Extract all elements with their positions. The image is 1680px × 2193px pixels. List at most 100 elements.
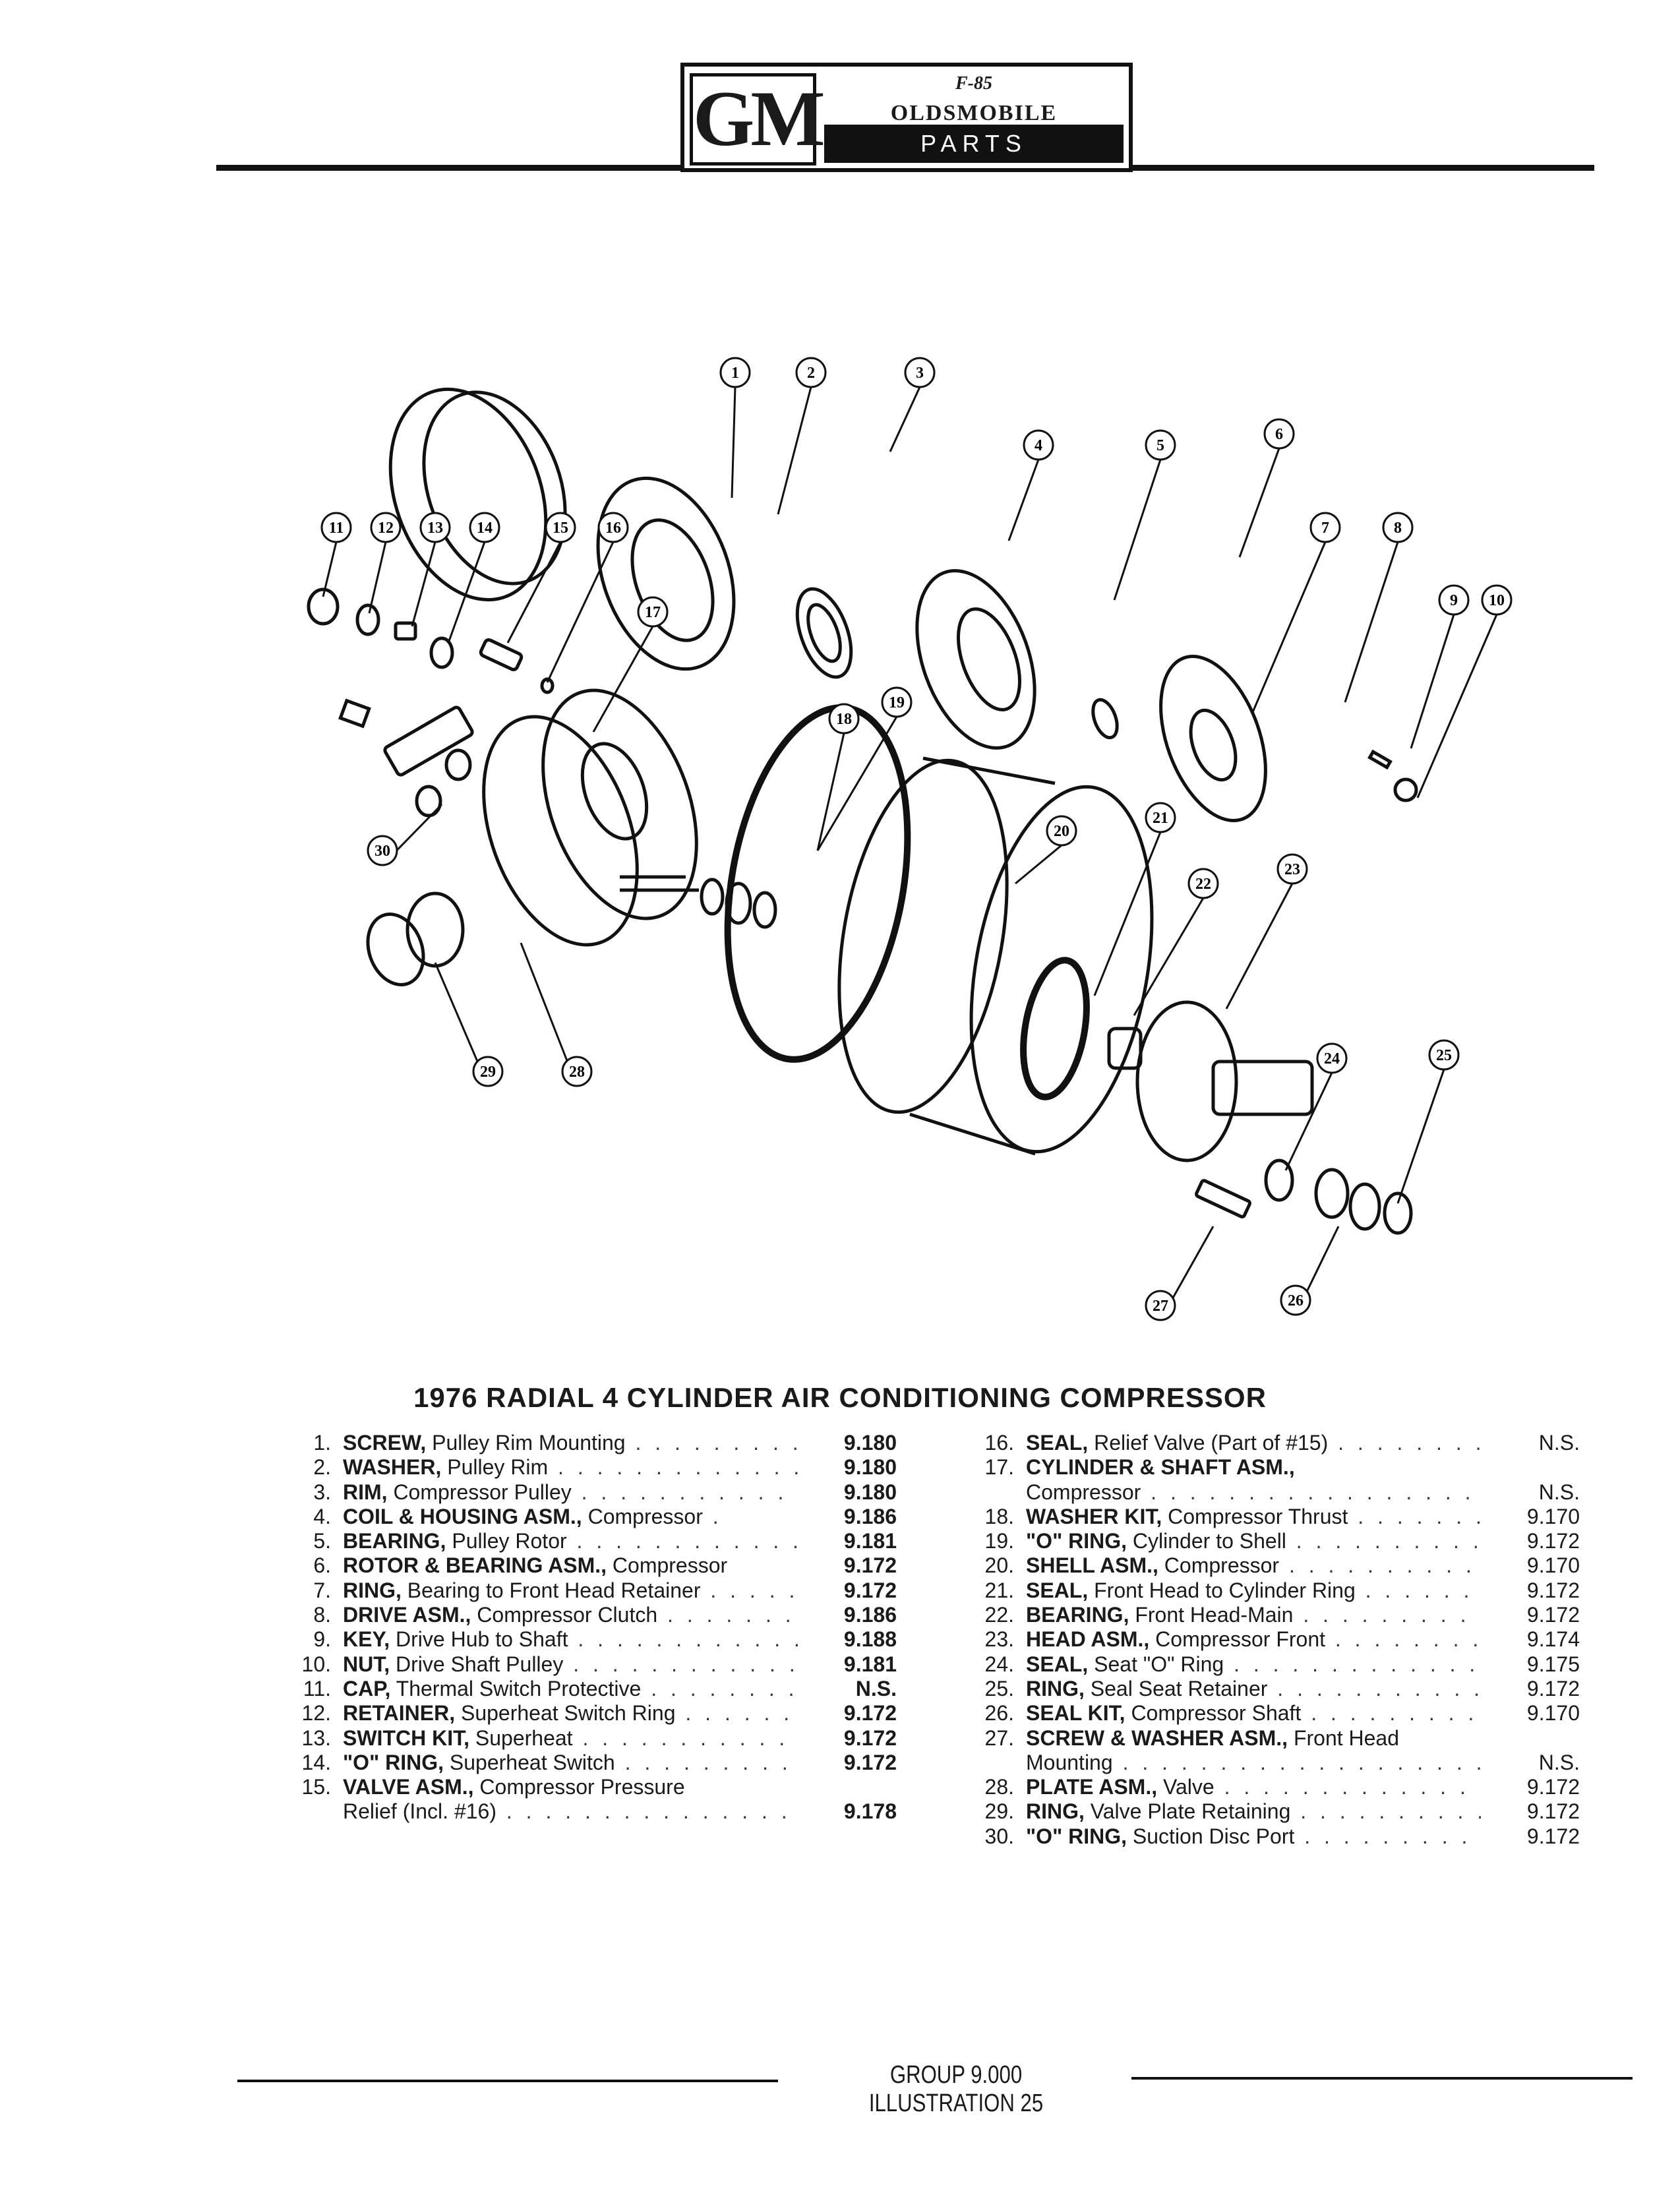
- callout-number: 20: [1054, 823, 1069, 840]
- callout-bubble: [637, 596, 669, 628]
- callout-bubble: [1276, 853, 1308, 885]
- callout-number: 18: [836, 711, 852, 728]
- callout-number: 24: [1324, 1050, 1340, 1067]
- parts-row: 27.SCREW & WASHER ASM., Front Head: [984, 1726, 1400, 1750]
- callout-bubble: [1316, 1042, 1348, 1074]
- callout-bubble: [597, 512, 629, 543]
- callout-number: 6: [1275, 426, 1283, 443]
- callout-bubble: [904, 357, 936, 388]
- callout-number: 17: [645, 604, 661, 621]
- callout-leader-line: [592, 626, 654, 733]
- callout-number: 23: [1284, 861, 1300, 878]
- callout-bubble: [419, 512, 451, 543]
- callout-number: 9: [1450, 592, 1458, 609]
- callout-leader-line: [1093, 831, 1162, 996]
- callout-bubble: [719, 357, 751, 388]
- callout-number: 15: [553, 520, 568, 537]
- callout-leader-line: [1225, 883, 1294, 1009]
- callout-leader-line: [447, 541, 486, 644]
- callout-bubble: [1145, 429, 1176, 461]
- callout-number: 13: [427, 520, 443, 537]
- callout-bubble: [1481, 584, 1513, 616]
- callout-leader-line: [1113, 459, 1162, 601]
- callout-bubble: [472, 1056, 504, 1087]
- parts-row: 18.WASHER KIT, Compressor Thrust . . . .…: [984, 1504, 1580, 1528]
- parts-list-right: 16.SEAL, Relief Valve (Part of #15) . . …: [960, 1431, 1580, 1849]
- diagram-title: 1976 RADIAL 4 CYLINDER AIR CONDITIONING …: [413, 1382, 1267, 1413]
- callout-bubble: [1428, 1039, 1460, 1071]
- parts-row: 21.SEAL, Front Head to Cylinder Ring . .…: [984, 1578, 1580, 1602]
- footer-rule-left: [237, 2080, 778, 2082]
- callout-leader-line: [777, 386, 812, 515]
- callout-number: 16: [605, 520, 621, 537]
- callout-bubble: [545, 512, 576, 543]
- callout-leader-line: [1284, 1072, 1333, 1171]
- parts-row: 17.CYLINDER & SHAFT ASM.,: [984, 1455, 1295, 1480]
- callout-bubble: [320, 512, 352, 543]
- callout-leader-line: [1133, 897, 1205, 1016]
- parts-row: 28.PLATE ASM., Valve . . . . . . . . . .…: [984, 1775, 1580, 1799]
- compressor-part-drawings: [307, 387, 1418, 1235]
- callout-number: 8: [1394, 520, 1402, 537]
- parts-row: 11.CAP, Thermal Switch Protective . . . …: [303, 1676, 897, 1700]
- callout-bubble: [828, 703, 860, 735]
- gm-logo-text: GM: [690, 73, 825, 165]
- parts-row: 20.SHELL ASM., Compressor . . . . . . . …: [984, 1553, 1580, 1578]
- callout-bubble: [881, 686, 913, 718]
- parts-row: Compressor . . . . . . . . . . . . . . .…: [1026, 1480, 1580, 1504]
- callout-leader-line: [1007, 459, 1040, 541]
- callout-leader-line: [1015, 844, 1062, 885]
- parts-row: Relief (Incl. #16) . . . . . . . . . . .…: [343, 1799, 897, 1824]
- callout-bubble: [1280, 1284, 1311, 1316]
- parts-row: 2.WASHER, Pulley Rim . . . . . . . . . .…: [313, 1455, 897, 1480]
- callout-number: 30: [375, 843, 390, 860]
- callout-bubble: [795, 357, 827, 388]
- parts-row: 7.RING, Bearing to Front Head Retainer .…: [313, 1578, 897, 1602]
- callout-leader-line: [1251, 541, 1327, 713]
- callout-number: 12: [378, 520, 394, 537]
- callout-leader-line: [411, 541, 436, 627]
- callout-leader-line: [816, 716, 898, 851]
- gm-oldsmobile-logo: GM F-85 OLDSMOBILE PARTS CATALOGUE: [680, 63, 1133, 195]
- callout-leader-line: [1410, 614, 1455, 749]
- callout-number: 27: [1153, 1298, 1168, 1315]
- callout-bubble: [1145, 1290, 1176, 1321]
- parts-row: 4.COIL & HOUSING ASM., Compressor .9.186: [313, 1504, 897, 1528]
- parts-row: 9.KEY, Drive Hub to Shaft . . . . . . . …: [313, 1627, 897, 1652]
- callout-leader-line: [889, 386, 921, 452]
- callout-leader-line: [816, 733, 845, 851]
- footer-rule-right: [1131, 2077, 1633, 2080]
- parts-row: 26.SEAL KIT, Compressor Shaft . . . . . …: [984, 1701, 1580, 1726]
- page-footer: GROUP 9.000 ILLUSTRATION 25: [0, 2061, 1680, 2117]
- callout-leader-line: [1396, 1069, 1445, 1204]
- parts-row: 24.SEAL, Seat "O" Ring . . . . . . . . .…: [984, 1652, 1580, 1676]
- callout-number: 3: [916, 365, 924, 382]
- callout-leader-line: [322, 541, 338, 597]
- callout-bubble: [367, 835, 398, 866]
- parts-row: 19."O" RING, Cylinder to Shell . . . . .…: [984, 1529, 1580, 1553]
- callout-leader-line: [546, 541, 615, 683]
- parts-row: 23.HEAD ASM., Compressor Front . . . . .…: [984, 1627, 1580, 1652]
- callout-leader-line: [506, 541, 562, 644]
- callout-bubble: [1187, 868, 1219, 899]
- parts-row: 1.SCREW, Pulley Rim Mounting . . . . . .…: [313, 1431, 897, 1455]
- callout-number: 21: [1153, 810, 1168, 827]
- parts-row: 14."O" RING, Superheat Switch . . . . . …: [301, 1750, 897, 1774]
- callout-bubble: [1145, 802, 1176, 833]
- callout-number: 14: [477, 520, 493, 537]
- callout-number: 7: [1321, 520, 1329, 537]
- callout-number: 5: [1156, 437, 1164, 454]
- callout-leader-line: [1416, 614, 1498, 798]
- callout-number: 11: [329, 520, 344, 537]
- callout-bubble: [1309, 512, 1341, 543]
- parts-row: 5.BEARING, Pulley Rotor . . . . . . . . …: [313, 1529, 897, 1553]
- parts-row: 16.SEAL, Relief Valve (Part of #15) . . …: [984, 1431, 1580, 1455]
- callout-number: 1: [731, 365, 739, 382]
- logo-mark: F-85: [955, 73, 992, 94]
- callout-bubble: [1382, 512, 1414, 543]
- parts-row: 8.DRIVE ASM., Compressor Clutch . . . . …: [313, 1603, 897, 1627]
- callout-number: 26: [1288, 1292, 1304, 1309]
